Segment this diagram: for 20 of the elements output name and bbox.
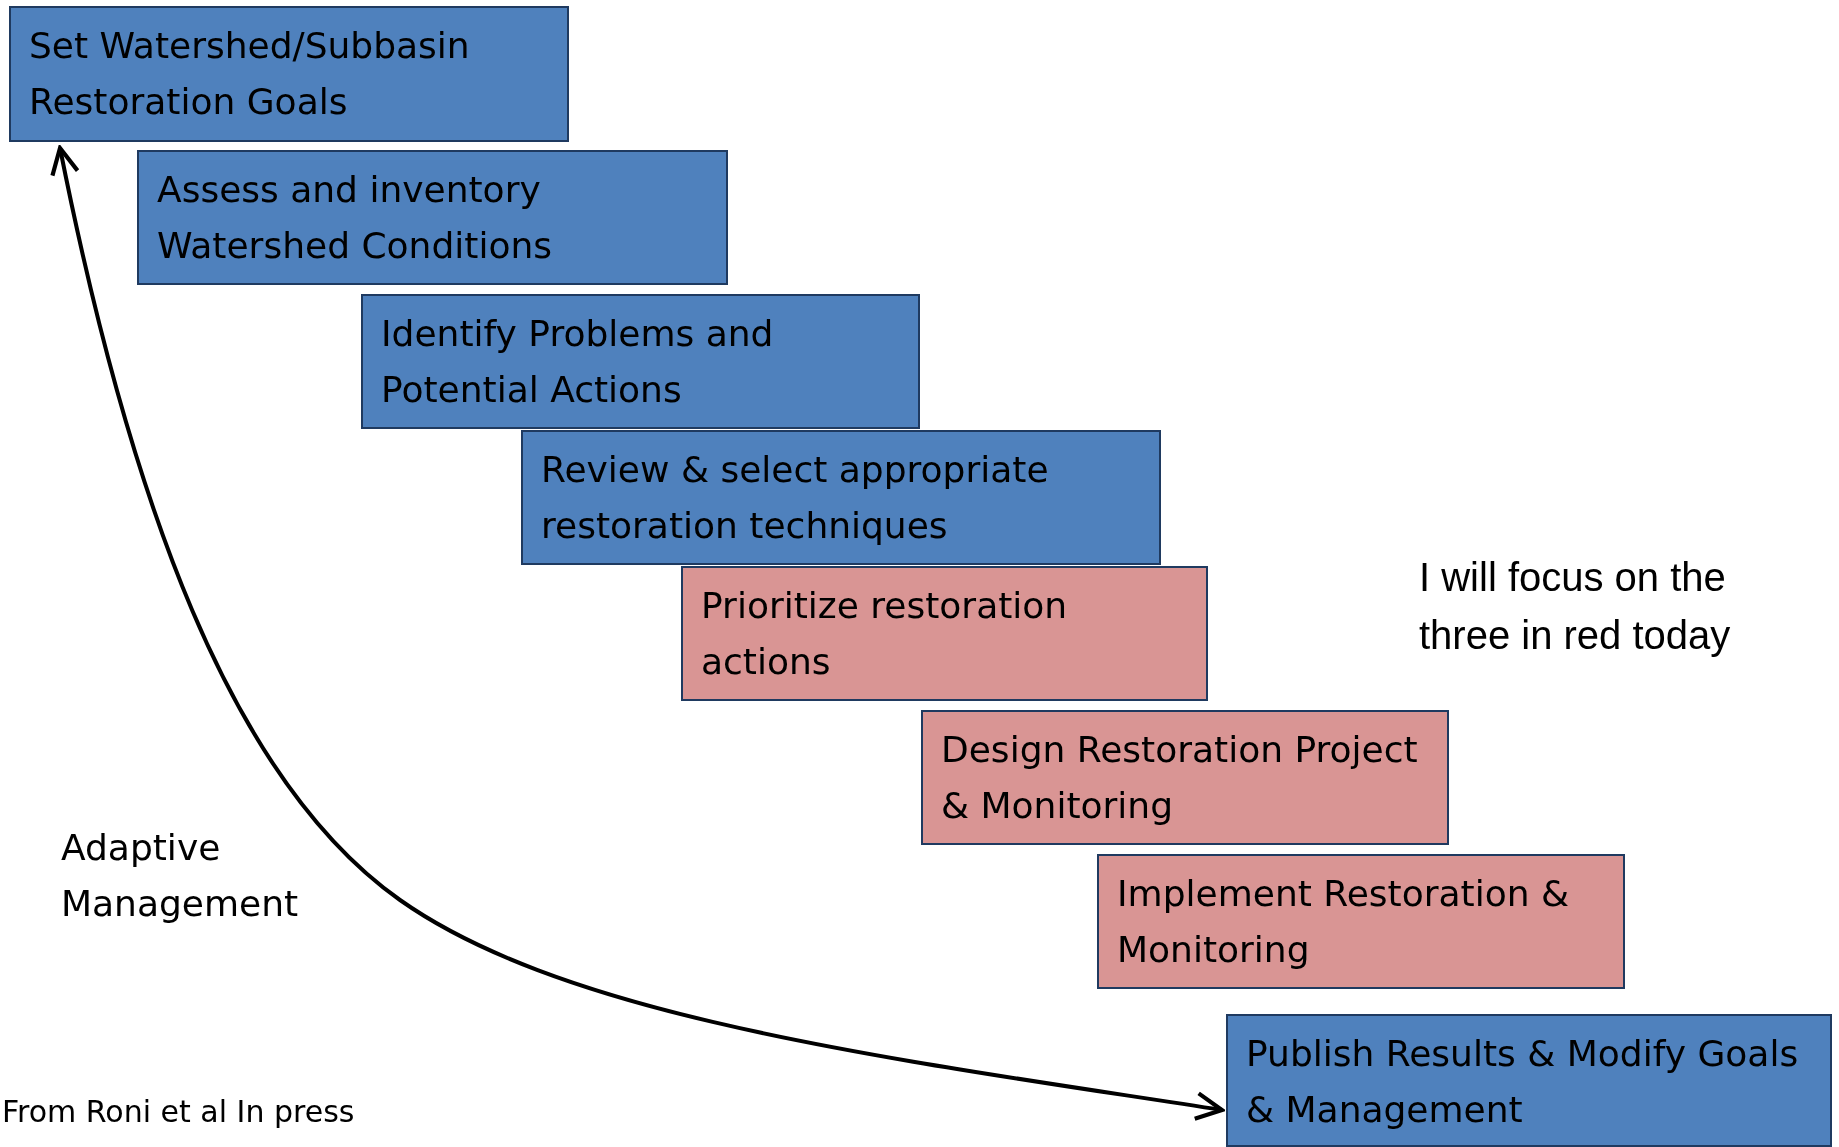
step-text: Review & select appropriate restoration techniques	[541, 448, 1050, 548]
step-box	[361, 294, 920, 429]
step-box	[1097, 854, 1625, 989]
step-box	[9, 6, 569, 142]
step-text: Implement Restoration & Monitoring	[1117, 872, 1571, 972]
note-text: I will focus on the three in red today	[1419, 554, 1732, 659]
step-text: Publish Results & Modify Goals & Management	[1246, 1032, 1800, 1132]
step-box	[137, 150, 728, 285]
step-text: Assess and inventory Watershed Conditions	[157, 168, 553, 268]
step-text: Set Watershed/Subbasin Restoration Goals	[29, 24, 471, 124]
step-text: Identify Problems and Potential Actions	[381, 312, 775, 412]
step-box	[921, 710, 1449, 845]
step-text: Design Restoration Project & Monitoring	[941, 728, 1419, 828]
side-label: Adaptive Management	[61, 826, 300, 926]
step-box	[681, 566, 1208, 701]
step-box	[521, 430, 1161, 565]
step-text: Prioritize restoration actions	[701, 584, 1069, 684]
curved-arrow	[50, 145, 1225, 1121]
source-note: From Roni et al In press	[2, 1093, 356, 1131]
step-box	[1226, 1014, 1832, 1147]
